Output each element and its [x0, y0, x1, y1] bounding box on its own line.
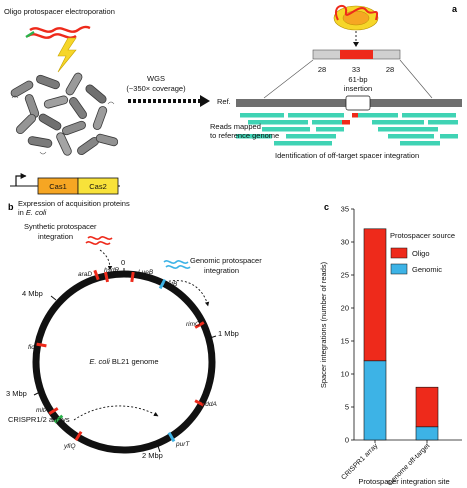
lightning-bolt-icon [57, 37, 77, 73]
bar-segment [363, 228, 387, 362]
gene-label-arad: araD [78, 271, 92, 278]
genome-name-label: E. coli BL21 genome [89, 357, 158, 366]
genome-ticks [33, 268, 217, 453]
spacer-insert [340, 50, 373, 59]
tick-label-3mbp: 3 Mbp [6, 389, 27, 398]
genome-markers [36, 269, 205, 443]
gene-label-lueb: LueB [138, 269, 154, 276]
legend-swatch [390, 247, 408, 259]
spacer-left-length: 28 [318, 65, 326, 74]
gene-label-yfiq: yfiQ [63, 443, 76, 450]
coverage-label: (~350× coverage) [126, 84, 186, 93]
y-tick-label: 30 [341, 238, 349, 247]
spacer-middle-length: 33 [352, 65, 360, 74]
identification-label: Identification of off-target spacer inte… [275, 151, 419, 160]
ecoli-cells-cluster [10, 72, 119, 156]
genomic-protospacer-icon [163, 260, 191, 269]
genomic-label-line2: integration [204, 266, 239, 275]
gene-label-mlta: mltA [36, 407, 49, 414]
oligo-protospacer-icon [25, 25, 91, 39]
reference-bar-right [370, 99, 462, 107]
gene-label-betb: betB [164, 281, 178, 288]
cas2-box [77, 177, 119, 195]
bar-segment [415, 426, 439, 441]
cas2-label: Cas2 [89, 182, 107, 191]
insertion-label-line2: insertion [344, 84, 372, 93]
tick-label-2mbp: 2 Mbp [142, 451, 163, 460]
synthetic-label-line1: Synthetic protospacer [24, 222, 97, 231]
zoom-line-left [263, 59, 314, 99]
gene-label-ydda: yddA [201, 401, 217, 408]
reads-mapped-label-line1: Reads mapped [210, 122, 261, 131]
legend-label: Genomic [412, 265, 442, 274]
y-tick-label: 5 [345, 403, 349, 412]
ref-label: Ref. [217, 97, 231, 106]
synthetic-label-line2: integration [38, 232, 73, 241]
gene-label-fic: fic [28, 344, 35, 351]
mapped-reads [236, 113, 458, 146]
panel-c-letter: c [324, 202, 329, 212]
spacer-right-length: 28 [386, 65, 394, 74]
y-tick-label: 20 [341, 304, 349, 313]
wgs-dashed-arrow [128, 95, 210, 107]
panel-a-letter: a [452, 4, 458, 14]
gene-label-rimo: rimO [186, 321, 200, 328]
crispr-to-offtarget-arrow [73, 405, 159, 421]
synthetic-protospacer-icon [85, 236, 113, 245]
panel-b-letter: b [8, 202, 14, 212]
y-tick-label: 35 [341, 205, 349, 214]
bar-segment [415, 386, 439, 428]
insertion-label-line1: 61-bp [348, 75, 367, 84]
legend-label: Oligo [412, 249, 430, 258]
panel-b: b Synthetic protospacer integration Geno… [6, 202, 262, 460]
y-axis-title: Spacer integrations (number of reads) [319, 261, 328, 388]
insertion-gap [345, 95, 371, 111]
zoom-line-right [399, 59, 433, 99]
genomic-integration-arrow [164, 280, 210, 307]
promoter-arrow-icon [15, 173, 27, 186]
wgs-label: WGS [147, 74, 165, 83]
legend-title: Protospacer source [390, 231, 455, 240]
panel-a: a Oligo protospacer electroporation [4, 4, 462, 217]
bar-segment [363, 360, 387, 441]
tick-label-1mbp: 1 Mbp [218, 329, 239, 338]
gene-label-purt: purT [175, 441, 190, 448]
cas1-label: Cas1 [49, 182, 67, 191]
expression-label-line2: in E. coli [18, 208, 47, 217]
tick-label-4mbp: 4 Mbp [22, 289, 43, 298]
x-axis-title: Protospacer integration site [358, 477, 449, 486]
reference-bar-left [236, 99, 346, 107]
cas-complex-icon [333, 4, 379, 47]
expression-label: Expression of acquisition proteins [18, 199, 130, 208]
synthetic-arrow [99, 249, 113, 271]
crispr-arrays-label: CRISPR1/2 arrays [8, 415, 70, 424]
tick-label-0: 0 [121, 258, 125, 267]
electroporation-label: Oligo protospacer electroporation [4, 7, 115, 16]
y-tick-label: 0 [345, 436, 349, 445]
x-tick-label: CRISPR1 array [340, 442, 379, 481]
gene-label-hsdr: hsdR [104, 267, 119, 274]
y-tick-label: 10 [341, 370, 349, 379]
y-tick-label: 25 [341, 271, 349, 280]
genomic-label-line1: Genomic protospacer [190, 256, 262, 265]
y-tick-label: 15 [341, 337, 349, 346]
legend-swatch [390, 263, 408, 275]
reads-mapped-label-line2: to reference genome [210, 131, 279, 140]
